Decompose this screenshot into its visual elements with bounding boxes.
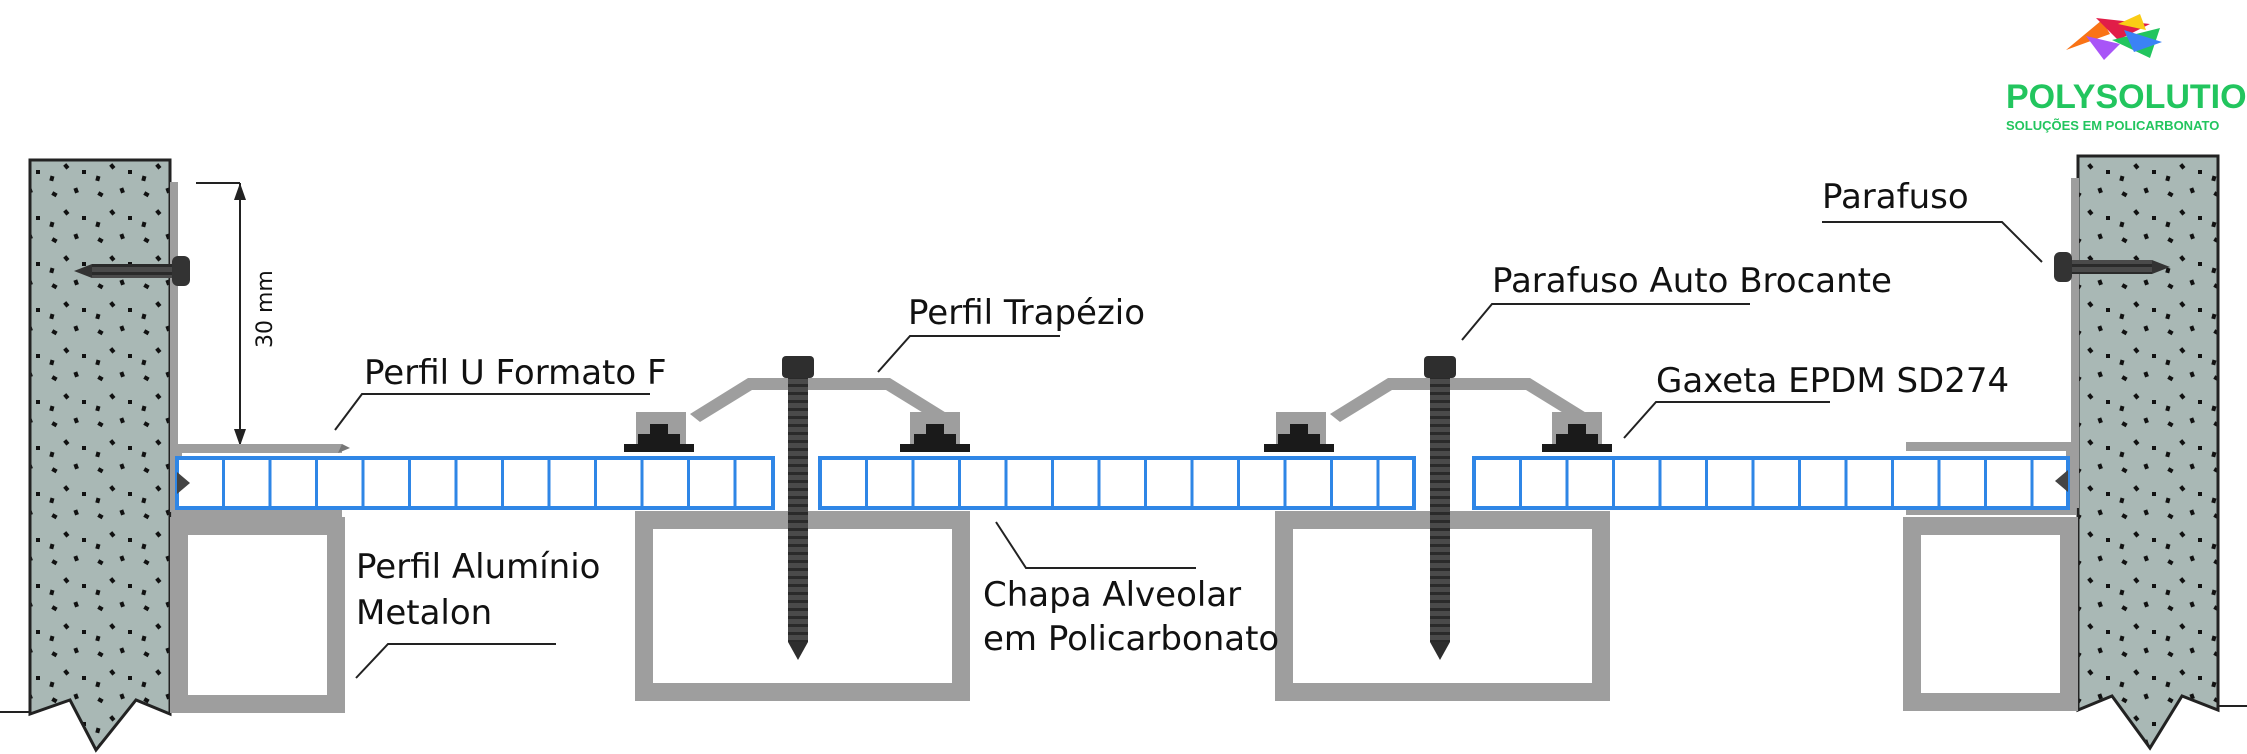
logo-mark-icon	[2066, 14, 2162, 60]
label-gaxeta: Gaxeta EPDM SD274	[1656, 361, 2009, 401]
label-perfil-aluminio: Perfil Alumínio	[356, 547, 600, 587]
logo-name: POLYSOLUTION	[2006, 78, 2247, 116]
gasket-4	[1542, 412, 1612, 452]
leader-perfil-aluminio	[355, 643, 556, 679]
sheet-right	[1472, 456, 2070, 510]
leader-perfil-u	[334, 393, 650, 431]
leader-parafuso-auto	[1461, 303, 1750, 341]
leader-gaxeta	[1623, 401, 1830, 439]
gasket-3	[1264, 412, 1334, 452]
gasket-1	[624, 412, 694, 452]
vertical-angle-right	[2071, 178, 2079, 508]
sheet-clip-right	[2055, 470, 2068, 492]
trapezio-right-arm-a	[1330, 378, 1488, 422]
sheet-center	[818, 456, 1416, 510]
label-parafuso: Parafuso	[1822, 177, 1969, 217]
label-chapa-alveolar: Chapa Alveolar	[983, 575, 1241, 615]
self-drilling-screw-right-icon	[1424, 356, 1456, 660]
polysolution-logo: POLYSOLUTION SOLUÇÕES EM POLICARBONATO	[2006, 14, 2247, 133]
trapezio-right-arm-b	[1470, 378, 1588, 422]
leader-parafuso	[1822, 221, 2043, 263]
leader-chapa	[995, 521, 1196, 569]
gasket-2	[900, 412, 970, 452]
logo-tagline: SOLUÇÕES EM POLICARBONATO	[2006, 118, 2219, 133]
label-perfil-u: Perfil U Formato F	[364, 353, 667, 393]
perfil-u-right	[1906, 442, 2076, 515]
self-drilling-screw-left-icon	[782, 356, 814, 660]
leader-perfil-trapezio	[877, 335, 1060, 373]
dimension-30mm	[196, 182, 246, 447]
wall-screw-right-icon	[2054, 252, 2170, 282]
metalon-tube-right	[1903, 517, 2078, 711]
wall-left	[28, 158, 172, 753]
wall-right	[2076, 154, 2220, 751]
label-metalon: Metalon	[356, 593, 492, 633]
vertical-angle-left	[170, 182, 178, 512]
wall-screw-left-icon	[74, 256, 190, 286]
sheet-clip-left	[177, 472, 190, 494]
trapezio-left-arm-b	[830, 378, 948, 422]
label-em-policarbonato: em Policarbonato	[983, 619, 1279, 659]
sheet-left	[175, 456, 775, 510]
trapezio-left-arm-a	[690, 378, 848, 422]
label-parafuso-auto-brocante: Parafuso Auto Brocante	[1492, 261, 1892, 301]
metalon-tube-left	[170, 517, 345, 713]
polycarbonate-sheets	[175, 456, 2070, 510]
label-perfil-trapezio: Perfil Trapézio	[908, 293, 1145, 333]
dimension-label: 30 mm	[253, 270, 278, 348]
